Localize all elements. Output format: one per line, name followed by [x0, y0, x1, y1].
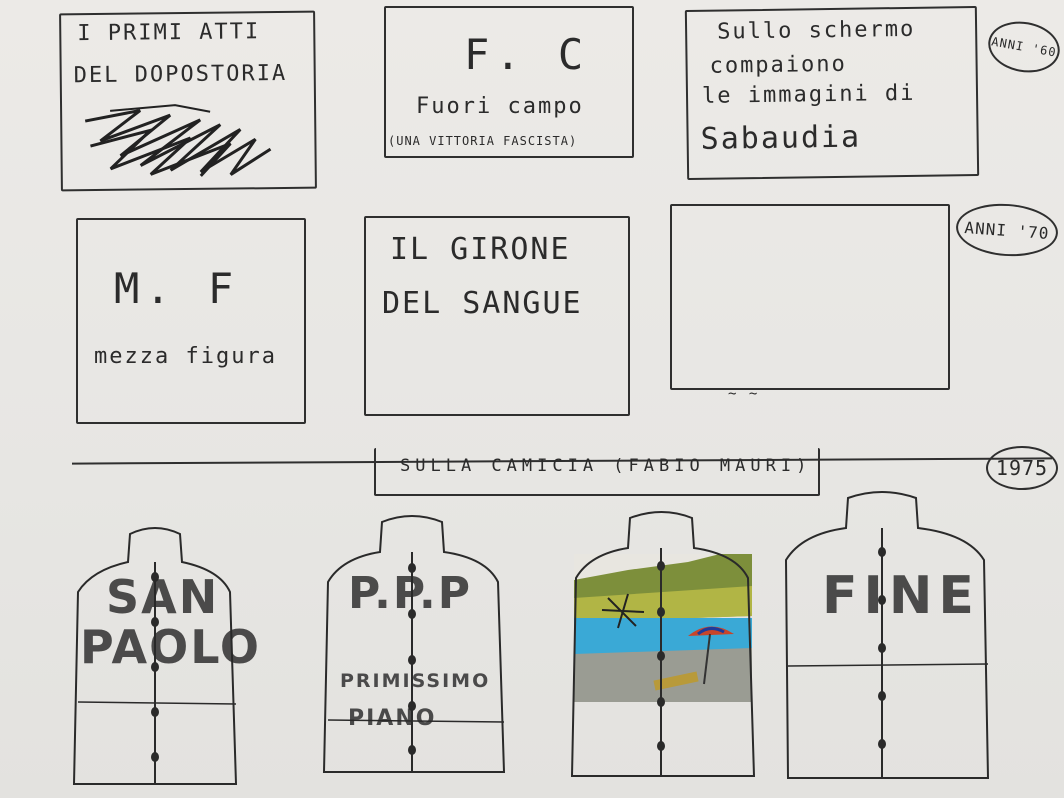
- panel-line: DEL DOPOSTORIA: [73, 60, 288, 89]
- shirt-ppp: [322, 515, 506, 773]
- shirt-fine: [784, 491, 990, 779]
- shirt-text: FINE: [822, 566, 980, 626]
- panel-code: M. F: [114, 264, 240, 313]
- shirt-text: SAN: [106, 570, 220, 624]
- panel-line: Sullo schermo: [716, 16, 916, 45]
- panel-line: compaiono: [709, 51, 847, 79]
- panel-label: Fuori campo: [416, 94, 584, 119]
- year-badge: 1975: [986, 446, 1058, 490]
- tilde-mark: ~ ~: [728, 386, 760, 402]
- panel-sabaudia: Sullo schermo compaiono le immagini di S…: [684, 5, 980, 181]
- panel-fuori-campo: F. C Fuori campo (UNA VITTORIA FASCISTA): [384, 6, 634, 158]
- shirt-text: P.P.P: [348, 568, 473, 619]
- decade-badge-60: ANNI '60: [984, 16, 1064, 78]
- shirt-san-paolo: [72, 527, 238, 785]
- panel-primi-atti: I PRIMI ATTI DEL DOPOSTORIA: [59, 10, 317, 192]
- shirt-text: PAOLO: [80, 620, 261, 674]
- panel-line: IL GIRONE: [390, 232, 571, 267]
- panel-line: DEL SANGUE: [382, 286, 583, 321]
- shirt-text: PIANO: [348, 706, 437, 731]
- shirt-beach-scene: [570, 511, 756, 777]
- panel-girone: IL GIRONE DEL SANGUE: [364, 216, 630, 416]
- panel-empty: [670, 204, 950, 390]
- decade-badge-70: ANNI '70: [954, 200, 1060, 260]
- panel-note: (UNA VITTORIA FASCISTA): [388, 134, 578, 148]
- panel-code: F. C: [464, 30, 590, 79]
- panel-line: le immagini di: [701, 80, 916, 109]
- panel-line: Sabaudia: [700, 119, 862, 157]
- scribble-cross-out: [84, 104, 272, 177]
- series-title: SULLA CAMICIA (FABIO MAURI): [400, 456, 812, 476]
- panel-mezza-figura: M. F mezza figura: [76, 218, 306, 424]
- shirt-text: PRIMISSIMO: [340, 670, 491, 692]
- panel-line: I PRIMI ATTI: [77, 19, 261, 47]
- title-box: SULLA CAMICIA (FABIO MAURI): [374, 448, 820, 496]
- panel-label: mezza figura: [94, 344, 277, 369]
